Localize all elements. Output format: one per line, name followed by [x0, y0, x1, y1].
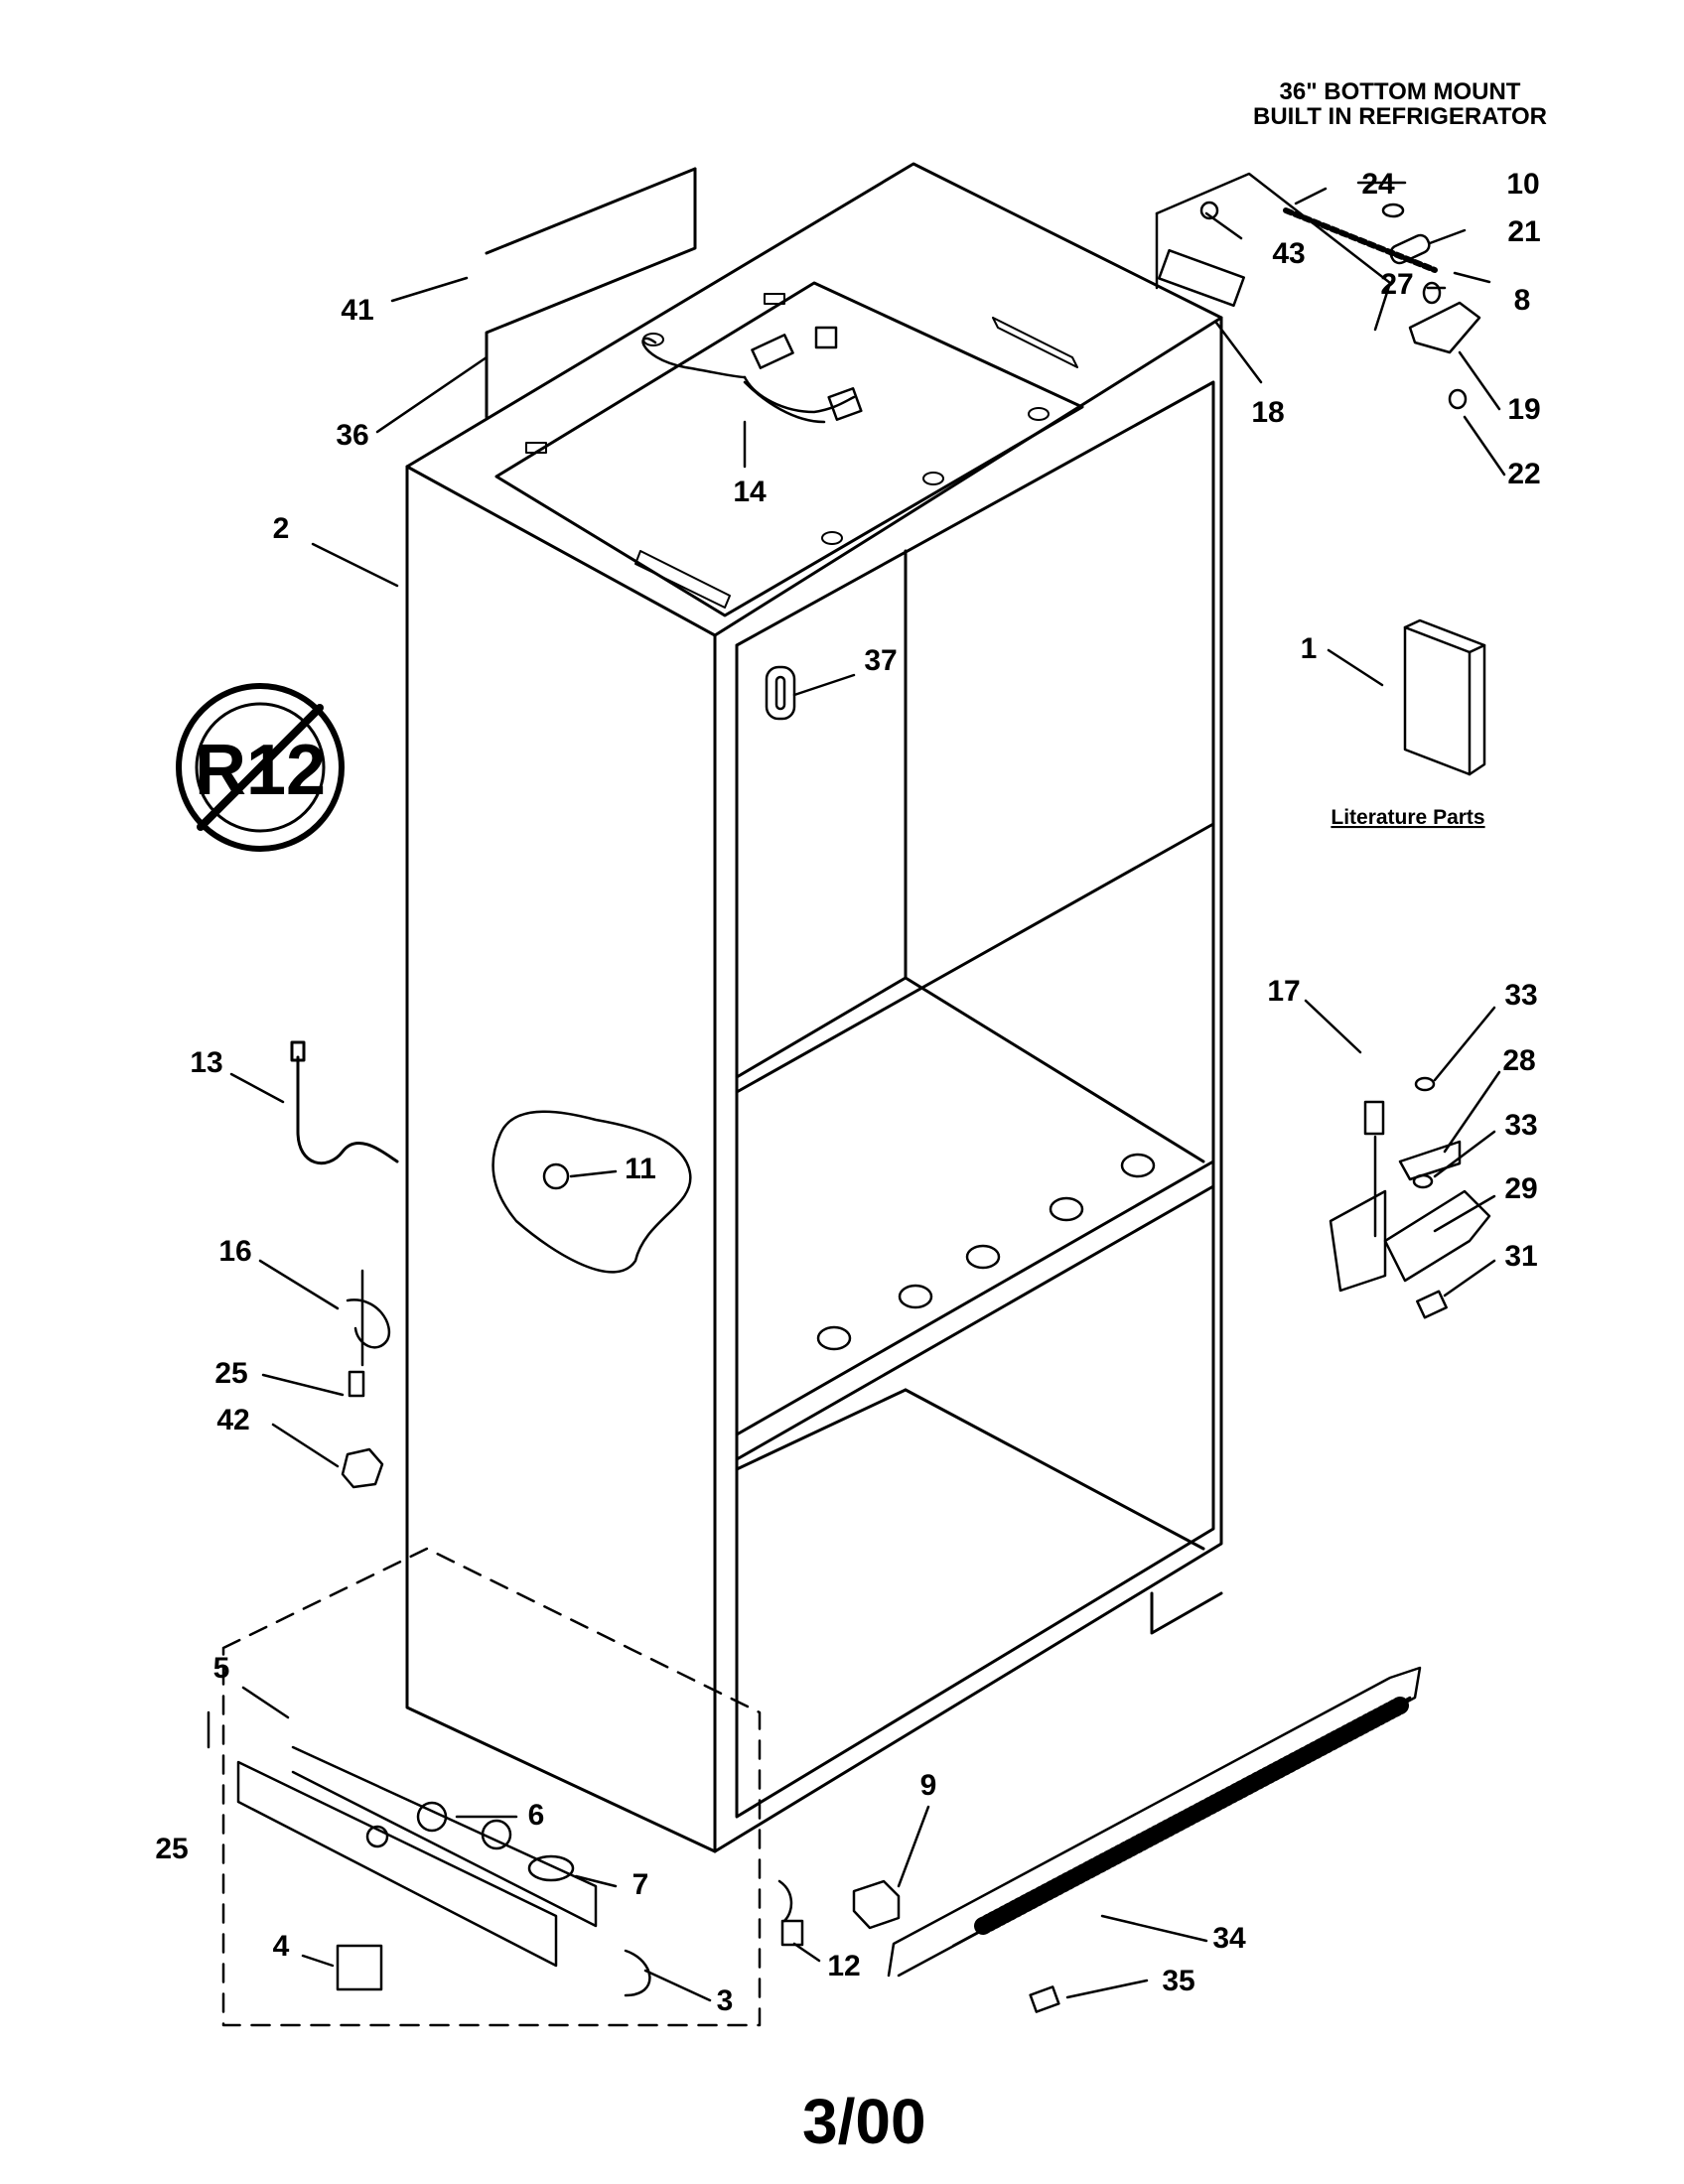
bracket-and-clip: [777, 1879, 901, 1947]
callout-33-lower: 33: [1504, 1109, 1537, 1142]
tube-part-13: [290, 1040, 399, 1165]
callout-7: 7: [632, 1868, 649, 1901]
literature-booklet: [1403, 618, 1486, 776]
callout-2: 2: [273, 512, 290, 545]
no-r12-badge: [176, 683, 345, 852]
callout-19: 19: [1507, 393, 1540, 426]
callout-10: 10: [1506, 168, 1539, 201]
callout-34: 34: [1212, 1922, 1246, 1955]
cabinet-body: [405, 162, 1223, 1853]
callout-29: 29: [1504, 1172, 1537, 1205]
callout-22: 22: [1507, 458, 1540, 490]
insulation-cutaway: [491, 1110, 692, 1274]
callout-36: 36: [336, 419, 368, 452]
header-line-2: BUILT IN REFRIGERATOR: [1253, 103, 1547, 130]
callout-16: 16: [218, 1235, 251, 1268]
top-hinge-assembly: [1155, 172, 1481, 410]
literature-parts-label: Literature Parts: [1331, 806, 1484, 829]
callout-37: 37: [864, 644, 897, 677]
header-line-1: 36" BOTTOM MOUNT: [1279, 78, 1521, 105]
callout-13: 13: [190, 1046, 222, 1079]
callout-8: 8: [1514, 284, 1531, 317]
callout-18: 18: [1251, 396, 1284, 429]
callout-5: 5: [213, 1652, 230, 1685]
r12-badge-text: R12: [195, 731, 326, 810]
callout-27: 27: [1380, 268, 1413, 301]
callout-25-lower: 25: [155, 1833, 188, 1865]
callout-41: 41: [341, 294, 373, 327]
callout-35: 35: [1162, 1965, 1194, 1997]
bottom-hinge-assembly: [1329, 1076, 1491, 1319]
callout-4: 4: [273, 1930, 290, 1963]
shelf-holes: [816, 1153, 1156, 1351]
callout-24: 24: [1361, 168, 1395, 201]
callout-25-upper: 25: [214, 1357, 247, 1390]
callout-9: 9: [920, 1769, 937, 1802]
base-leveler-assembly: [221, 1547, 762, 2027]
callout-6: 6: [528, 1799, 545, 1832]
revision-date: 3/00: [802, 2086, 926, 2157]
callout-12: 12: [827, 1950, 860, 1982]
callout-21: 21: [1507, 215, 1540, 248]
top-details: [525, 293, 1078, 609]
callout-3: 3: [717, 1984, 734, 2017]
callout-14: 14: [733, 476, 767, 508]
leader-lines: [207, 181, 1506, 2002]
toe-grille: [887, 1666, 1422, 2013]
back-panel: [485, 167, 697, 419]
callout-1: 1: [1301, 632, 1318, 665]
clip-part-37: [765, 665, 796, 721]
callout-43: 43: [1272, 237, 1305, 270]
callout-17: 17: [1267, 975, 1300, 1008]
clamp-and-screws: [341, 1269, 391, 1489]
callout-11: 11: [625, 1153, 656, 1185]
callout-42: 42: [216, 1404, 249, 1436]
diagram-header: 36" BOTTOM MOUNT BUILT IN REFRIGERATOR: [1211, 79, 1589, 129]
wiring-harness: [641, 326, 863, 424]
callout-31: 31: [1504, 1240, 1537, 1273]
callout-28: 28: [1502, 1044, 1535, 1077]
callout-33-upper: 33: [1504, 979, 1537, 1012]
